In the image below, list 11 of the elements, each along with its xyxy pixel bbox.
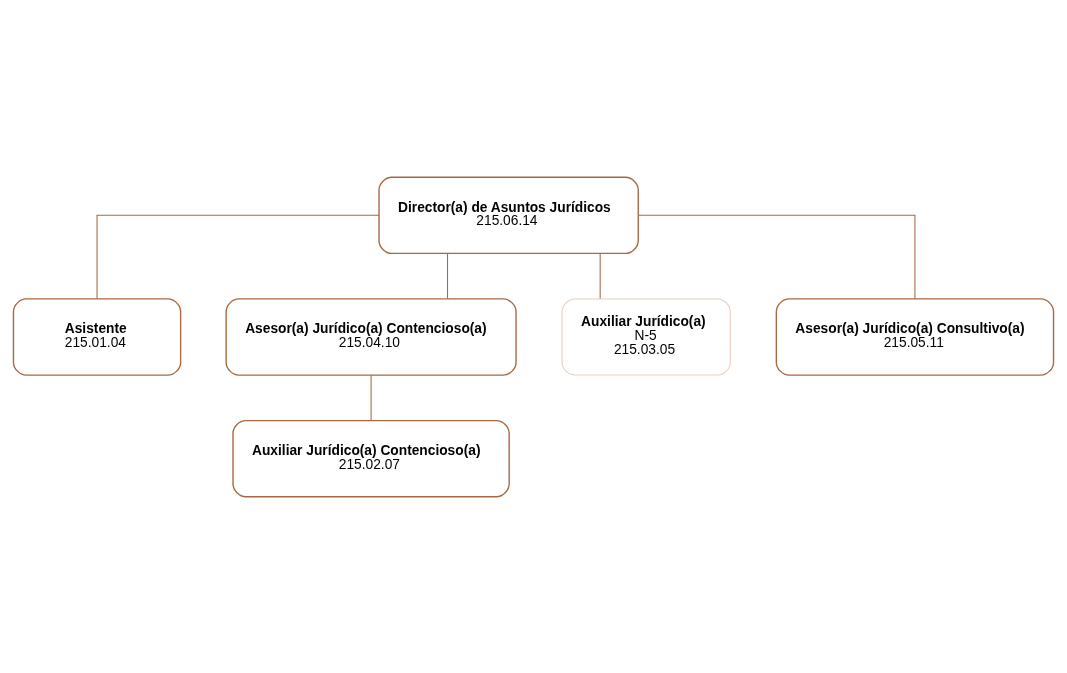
connector [370, 374, 372, 421]
node-box: Director(a) de Asuntos Jurídicos 215.06.14 [378, 176, 639, 254]
node-box: Asesor(a) Jurídico(a) Contencioso(a) 215.04.10 [225, 297, 517, 376]
connector [599, 252, 601, 299]
connector [637, 214, 916, 299]
connector [96, 214, 380, 299]
connector [447, 252, 449, 299]
node-box: Auxiliar Jurídico(a) N-5 215.03.05 [561, 297, 731, 376]
node-box: Auxiliar Jurídico(a) Contencioso(a) 215.02.07 [232, 419, 510, 497]
node-box: Asesor(a) Jurídico(a) Consultivo(a) 215.05.11 [775, 297, 1055, 376]
node-box: Asistente 215.01.04 [12, 297, 182, 376]
